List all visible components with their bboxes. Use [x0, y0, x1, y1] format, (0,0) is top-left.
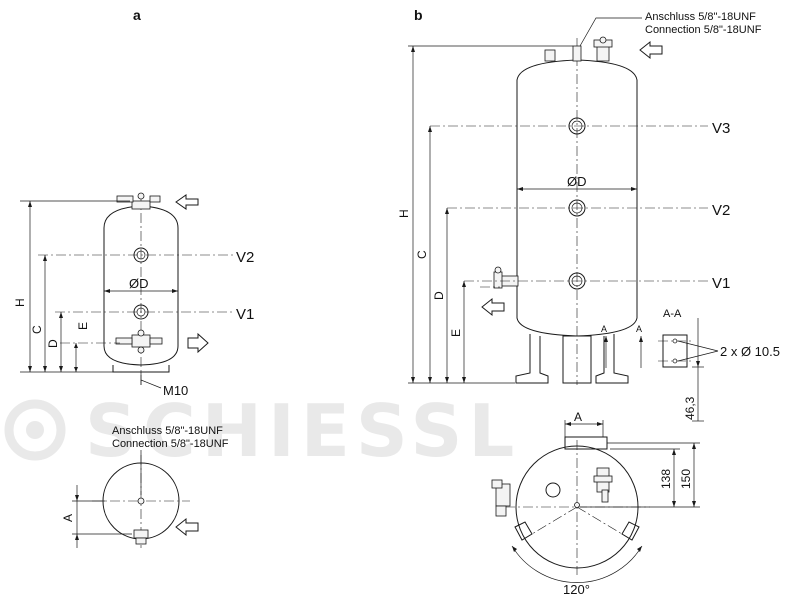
panel-b-holes-label: 2 x Ø 10.5 [720, 344, 780, 359]
panel-b-diameter-label: ØD [567, 174, 587, 189]
panel-b-foot-left [514, 521, 533, 541]
panel-b-dim-d-label: D [432, 291, 446, 300]
panel-b-angle-label: 120° [563, 582, 590, 597]
panel-b-outlet-arrow-icon [481, 297, 505, 317]
panel-b-connection-de: Anschluss 5/8"-18UNF [645, 11, 756, 23]
panel-b-section-mark-1: A [601, 324, 607, 334]
panel-a-top-view-arrow-icon [175, 517, 199, 537]
panel-b-top-fittings-icon [544, 36, 613, 62]
panel-a-inlet-arrow-icon [175, 194, 199, 210]
watermark: SCHIESSL [4, 389, 520, 473]
panel-b-dim-a-label: A [574, 410, 582, 424]
panel-b-section-detail [662, 334, 688, 368]
panel-b-dim-h-label: H [397, 209, 411, 218]
panel-b-angle-arc [511, 545, 643, 583]
panel-b: b Anschluss 5/8"-18UNF Connection 5/8"-1… [397, 7, 780, 597]
panel-a-diameter-label: ØD [129, 276, 149, 291]
panel-b-top-view-foot [564, 436, 608, 450]
panel-b-top-view-port-icon [545, 482, 561, 498]
panel-b-side-valve-icon [493, 266, 519, 289]
panel-b-v1-label: V1 [712, 275, 730, 292]
panel-a-v2-label: V2 [236, 249, 254, 266]
watermark-text: SCHIESSL [85, 389, 520, 473]
panel-a-dim-d-label: D [46, 339, 60, 348]
panel-b-vessel [516, 59, 638, 337]
panel-b-legs [515, 334, 629, 384]
panel-b-section-mark-2: A [636, 324, 642, 334]
panel-b-top-view-side-valve-icon [491, 479, 511, 517]
panel-b-dim-e-label: E [449, 329, 463, 337]
panel-b-top-view-valve-icon [593, 467, 613, 503]
panel-a-dim-h-label: H [13, 298, 27, 307]
watermark-logo-icon [4, 399, 66, 461]
watermark-logo-center [26, 421, 44, 439]
panel-b-foot-right [621, 521, 640, 541]
panel-b-v2-label: V2 [712, 202, 730, 219]
panel-b-dim-463-label: 46,3 [683, 396, 697, 420]
panel-a-connection-en: Connection 5/8"-18UNF [112, 438, 229, 450]
panel-b-dim-150-label: 150 [679, 469, 693, 489]
panel-b-v3-label: V3 [712, 120, 730, 137]
panel-a-label: a [133, 7, 141, 23]
panel-b-connection-en: Connection 5/8"-18UNF [645, 24, 762, 36]
panel-b-inlet-arrow-icon [639, 40, 663, 60]
panel-a-dim-e-label: E [76, 322, 90, 330]
panel-a-connection-de: Anschluss 5/8"-18UNF [112, 425, 223, 437]
panel-b-section-title: A-A [663, 308, 682, 320]
panel-a-v1-label: V1 [236, 306, 254, 323]
panel-a: a [13, 7, 254, 548]
panel-b-dim-c-label: C [415, 250, 429, 259]
panel-a-thread-label: M10 [163, 383, 188, 398]
panel-a-dim-a-label: A [61, 514, 75, 522]
panel-b-label: b [414, 7, 423, 23]
panel-a-bottom-valve-icon [115, 329, 163, 354]
panel-a-vessel [103, 205, 179, 366]
panel-b-dim-138-label: 138 [659, 469, 673, 489]
panel-a-outlet-arrow-icon [187, 332, 209, 354]
panel-a-dim-c-label: C [30, 325, 44, 334]
panel-a-top-view-valve-icon [133, 529, 149, 539]
panel-a-top-valve-icon [116, 192, 161, 210]
